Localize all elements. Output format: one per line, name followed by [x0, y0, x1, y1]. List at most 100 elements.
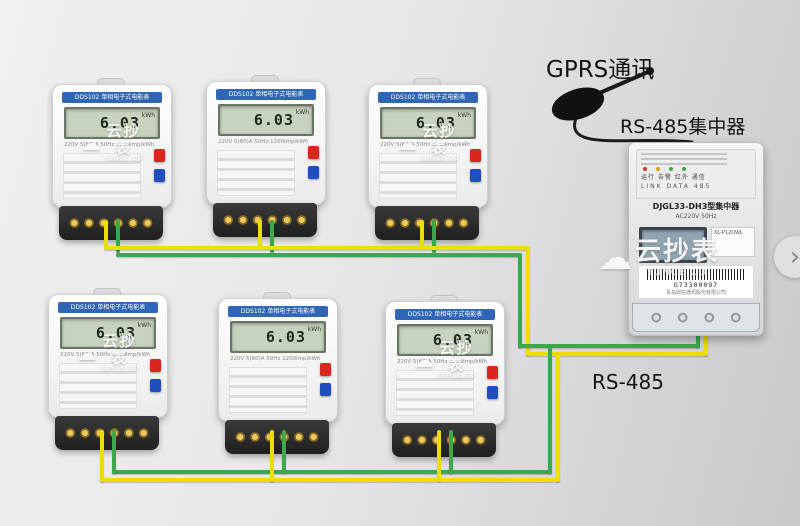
concentrator-led-row [643, 167, 751, 171]
concentrator-side-label: XL-P12UWL [711, 227, 755, 257]
wire-yellow-drop [420, 220, 424, 246]
meter-body: DDS102 单相电子式电能表 6.03 kWh 220V 5(60)A 50H… [368, 84, 488, 208]
meter-lcd-reading: 6.03 [432, 331, 473, 349]
antenna-body [551, 87, 605, 121]
wire-yellow-entry [704, 330, 708, 356]
meter-lcd-unit: kWh [457, 112, 471, 119]
meter-terminal-block [392, 423, 496, 457]
concentrator-side-label-text: XL-P12UWL [714, 230, 743, 236]
meter-red-button [487, 366, 498, 379]
wire-green-drop [270, 220, 274, 253]
terminal-screws [63, 425, 151, 441]
wire-yellow-drop [100, 430, 104, 482]
meter-nameplate [59, 363, 137, 409]
wire-green-drop [112, 430, 116, 474]
meter-lcd-unit: kWh [137, 322, 151, 329]
meter-nameplate [379, 153, 457, 199]
meter-body: DDS102 单相电子式电能表 6.03 kWh 220V 5(60)A 50H… [52, 84, 172, 208]
concentrator-lcd [639, 227, 707, 263]
meter-terminal-block [225, 420, 329, 454]
meter-lcd: 6.03 kWh [397, 324, 493, 356]
meter-lcd-reading: 6.03 [99, 114, 140, 132]
wire-green-bus-row2 [112, 470, 552, 474]
wire-yellow-bus-row2 [100, 478, 560, 482]
meter-red-button [308, 146, 319, 159]
concentrator-company: 青岛鼎信通讯股份有限公司 [665, 290, 726, 296]
meter-5: DDS102 单相电子式电能表 6.03 kWh 220V 5(60)A 50H… [218, 292, 338, 454]
meter-nameplate [217, 150, 295, 196]
led-infrared [669, 167, 673, 171]
meter-nameplate [229, 367, 307, 413]
meter-lcd-unit: kWh [141, 112, 155, 119]
concentrator-serial: G73300097 [673, 281, 719, 289]
meter-terminal-block [59, 206, 163, 240]
meter-lcd-reading: 6.03 [95, 324, 136, 342]
led-comm [682, 167, 686, 171]
meter-lcd: 6.03 kWh [60, 317, 156, 349]
wire-green-drop [449, 430, 453, 474]
carousel-next-button[interactable]: › [774, 236, 800, 278]
meter-blue-button [470, 169, 481, 182]
wire-yellow-riser [526, 246, 530, 356]
wire-green-drop [282, 430, 286, 474]
meter-model-label: DDS102 单相电子式电能表 [228, 306, 328, 317]
meter-3: DDS102 单相电子式电能表 6.03 kWh 220V 5(60)A 50H… [368, 78, 488, 240]
meter-model-label: DDS102 单相电子式电能表 [62, 92, 162, 103]
cover-screws [643, 311, 749, 324]
barcode [647, 269, 745, 280]
concentrator-led-labels: 运行 告警 红外 通信 [641, 174, 706, 181]
meter-body: DDS102 单相电子式电能表 6.03 kWh 220V 5(60)A 50H… [385, 301, 505, 425]
meter-body: DDS102 单相电子式电能表 6.03 kWh 220V 5(60)A 50H… [48, 294, 168, 418]
meter-lcd-reading: 6.03 [415, 114, 456, 132]
wire-green-entry [696, 330, 700, 348]
concentrator: 运行 告警 红外 通信 LINK DATA 485 DJGL33-DH3型集中器… [628, 142, 764, 336]
meter-red-button [470, 149, 481, 162]
wire-green-bus-row1 [116, 253, 522, 257]
wire-yellow-bus-row1 [104, 246, 530, 250]
meter-body: DDS102 单相电子式电能表 6.03 kWh 220V 5(60)A 50H… [206, 81, 326, 205]
terminal-screws [67, 215, 155, 231]
wire-yellow-drop [104, 220, 108, 246]
meter-lcd-reading: 6.03 [253, 111, 294, 129]
meter-lcd: 6.03 kWh [64, 107, 160, 139]
meter-lcd-unit: kWh [307, 326, 321, 333]
meter-model-label: DDS102 单相电子式电能表 [395, 309, 495, 320]
meter-spec-text: 220V 5(60)A 50Hz 1200imp/kWh [64, 142, 155, 148]
meter-lcd: 6.03 kWh [218, 104, 314, 136]
wire-green-riser [548, 344, 552, 474]
meter-body: DDS102 单相电子式电能表 6.03 kWh 220V 5(60)A 50H… [218, 298, 338, 422]
meter-model-label: DDS102 单相电子式电能表 [58, 302, 158, 313]
meter-nameplate [396, 370, 474, 416]
terminal-screws [383, 215, 471, 231]
wire-yellow-riser [556, 352, 560, 482]
meter-lcd-unit: kWh [295, 109, 309, 116]
meter-lcd-reading: 6.03 [265, 328, 306, 346]
concentrator-header-panel: 运行 告警 红外 通信 LINK DATA 485 [636, 149, 756, 199]
meter-blue-button [320, 383, 331, 396]
wire-yellow-trunk [526, 352, 708, 356]
meter-nameplate [63, 153, 141, 199]
meter-red-button [154, 149, 165, 162]
concentrator-label: RS-485集中器 [620, 116, 746, 138]
meter-4: DDS102 单相电子式电能表 6.03 kWh 220V 5(60)A 50H… [48, 288, 168, 450]
concentrator-terminal-cover [632, 303, 760, 332]
meter-terminal-block [55, 416, 159, 450]
meter-spec-text: 220V 5(60)A 50Hz 1200imp/kWh [218, 139, 309, 145]
meter-red-button [320, 363, 331, 376]
meter-2: DDS102 单相电子式电能表 6.03 kWh 220V 5(60)A 50H… [206, 75, 326, 237]
meter-blue-button [154, 169, 165, 182]
meter-lcd-unit: kWh [474, 329, 488, 336]
terminal-screws [221, 212, 309, 228]
meter-terminal-block [375, 206, 479, 240]
meter-blue-button [150, 379, 161, 392]
meter-1: DDS102 单相电子式电能表 6.03 kWh 220V 5(60)A 50H… [52, 78, 172, 240]
meter-lcd: 6.03 kWh [380, 107, 476, 139]
terminal-screws [233, 429, 321, 445]
wire-yellow-drop [437, 430, 441, 482]
wire-green-drop [432, 220, 436, 253]
concentrator-barcode-label: G73300097 青岛鼎信通讯股份有限公司 [638, 265, 754, 299]
concentrator-title: DJGL33-DH3型集中器 [652, 202, 740, 211]
meter-lcd: 6.03 kWh [230, 321, 326, 353]
wire-green-drop [116, 220, 120, 253]
